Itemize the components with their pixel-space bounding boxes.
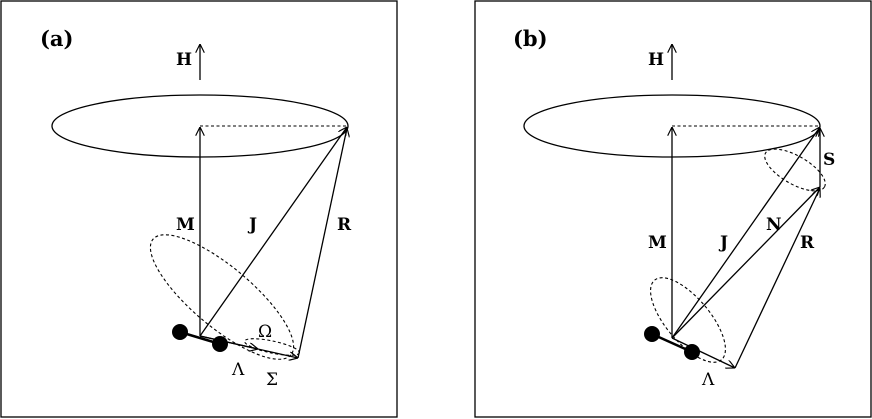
lambda-vector bbox=[199, 335, 258, 349]
lambda-label: Λ bbox=[231, 360, 245, 380]
n-vector bbox=[671, 187, 820, 339]
h-label: H bbox=[648, 50, 664, 70]
sigma-label: Σ bbox=[266, 370, 278, 390]
lambda-label: Λ bbox=[701, 370, 715, 390]
r-vector bbox=[734, 188, 820, 369]
j-label: J bbox=[718, 233, 728, 253]
atom-2 bbox=[684, 344, 700, 360]
panel-a-label: (a) bbox=[40, 26, 73, 51]
r-vector bbox=[297, 128, 347, 359]
panel-b-label: (b) bbox=[513, 26, 548, 51]
omega-label: Ω bbox=[258, 322, 272, 342]
j-label: J bbox=[247, 215, 257, 235]
h-label: H bbox=[176, 50, 192, 70]
m-label: M bbox=[176, 215, 195, 235]
panel-a: (a) H M J R Ω Λ Σ bbox=[0, 0, 398, 418]
atom-2 bbox=[212, 336, 228, 352]
panel-b-frame bbox=[474, 0, 872, 418]
atom-1 bbox=[172, 324, 188, 340]
atom-1 bbox=[644, 326, 660, 342]
omega-precession-ellipse bbox=[149, 234, 295, 360]
lambda-precession-ellipse bbox=[650, 277, 726, 363]
j-vector bbox=[671, 127, 820, 339]
lambda-vector bbox=[671, 337, 735, 368]
s-label: S bbox=[823, 150, 835, 170]
panel-b: (b) H M J N R S Λ bbox=[474, 0, 872, 418]
m-label: M bbox=[648, 233, 667, 253]
j-vector bbox=[199, 127, 347, 337]
r-label: R bbox=[337, 215, 352, 235]
r-label: R bbox=[800, 233, 815, 253]
n-label: N bbox=[766, 215, 782, 235]
panel-a-frame bbox=[0, 0, 398, 418]
sigma-precession-ellipse bbox=[244, 338, 300, 356]
